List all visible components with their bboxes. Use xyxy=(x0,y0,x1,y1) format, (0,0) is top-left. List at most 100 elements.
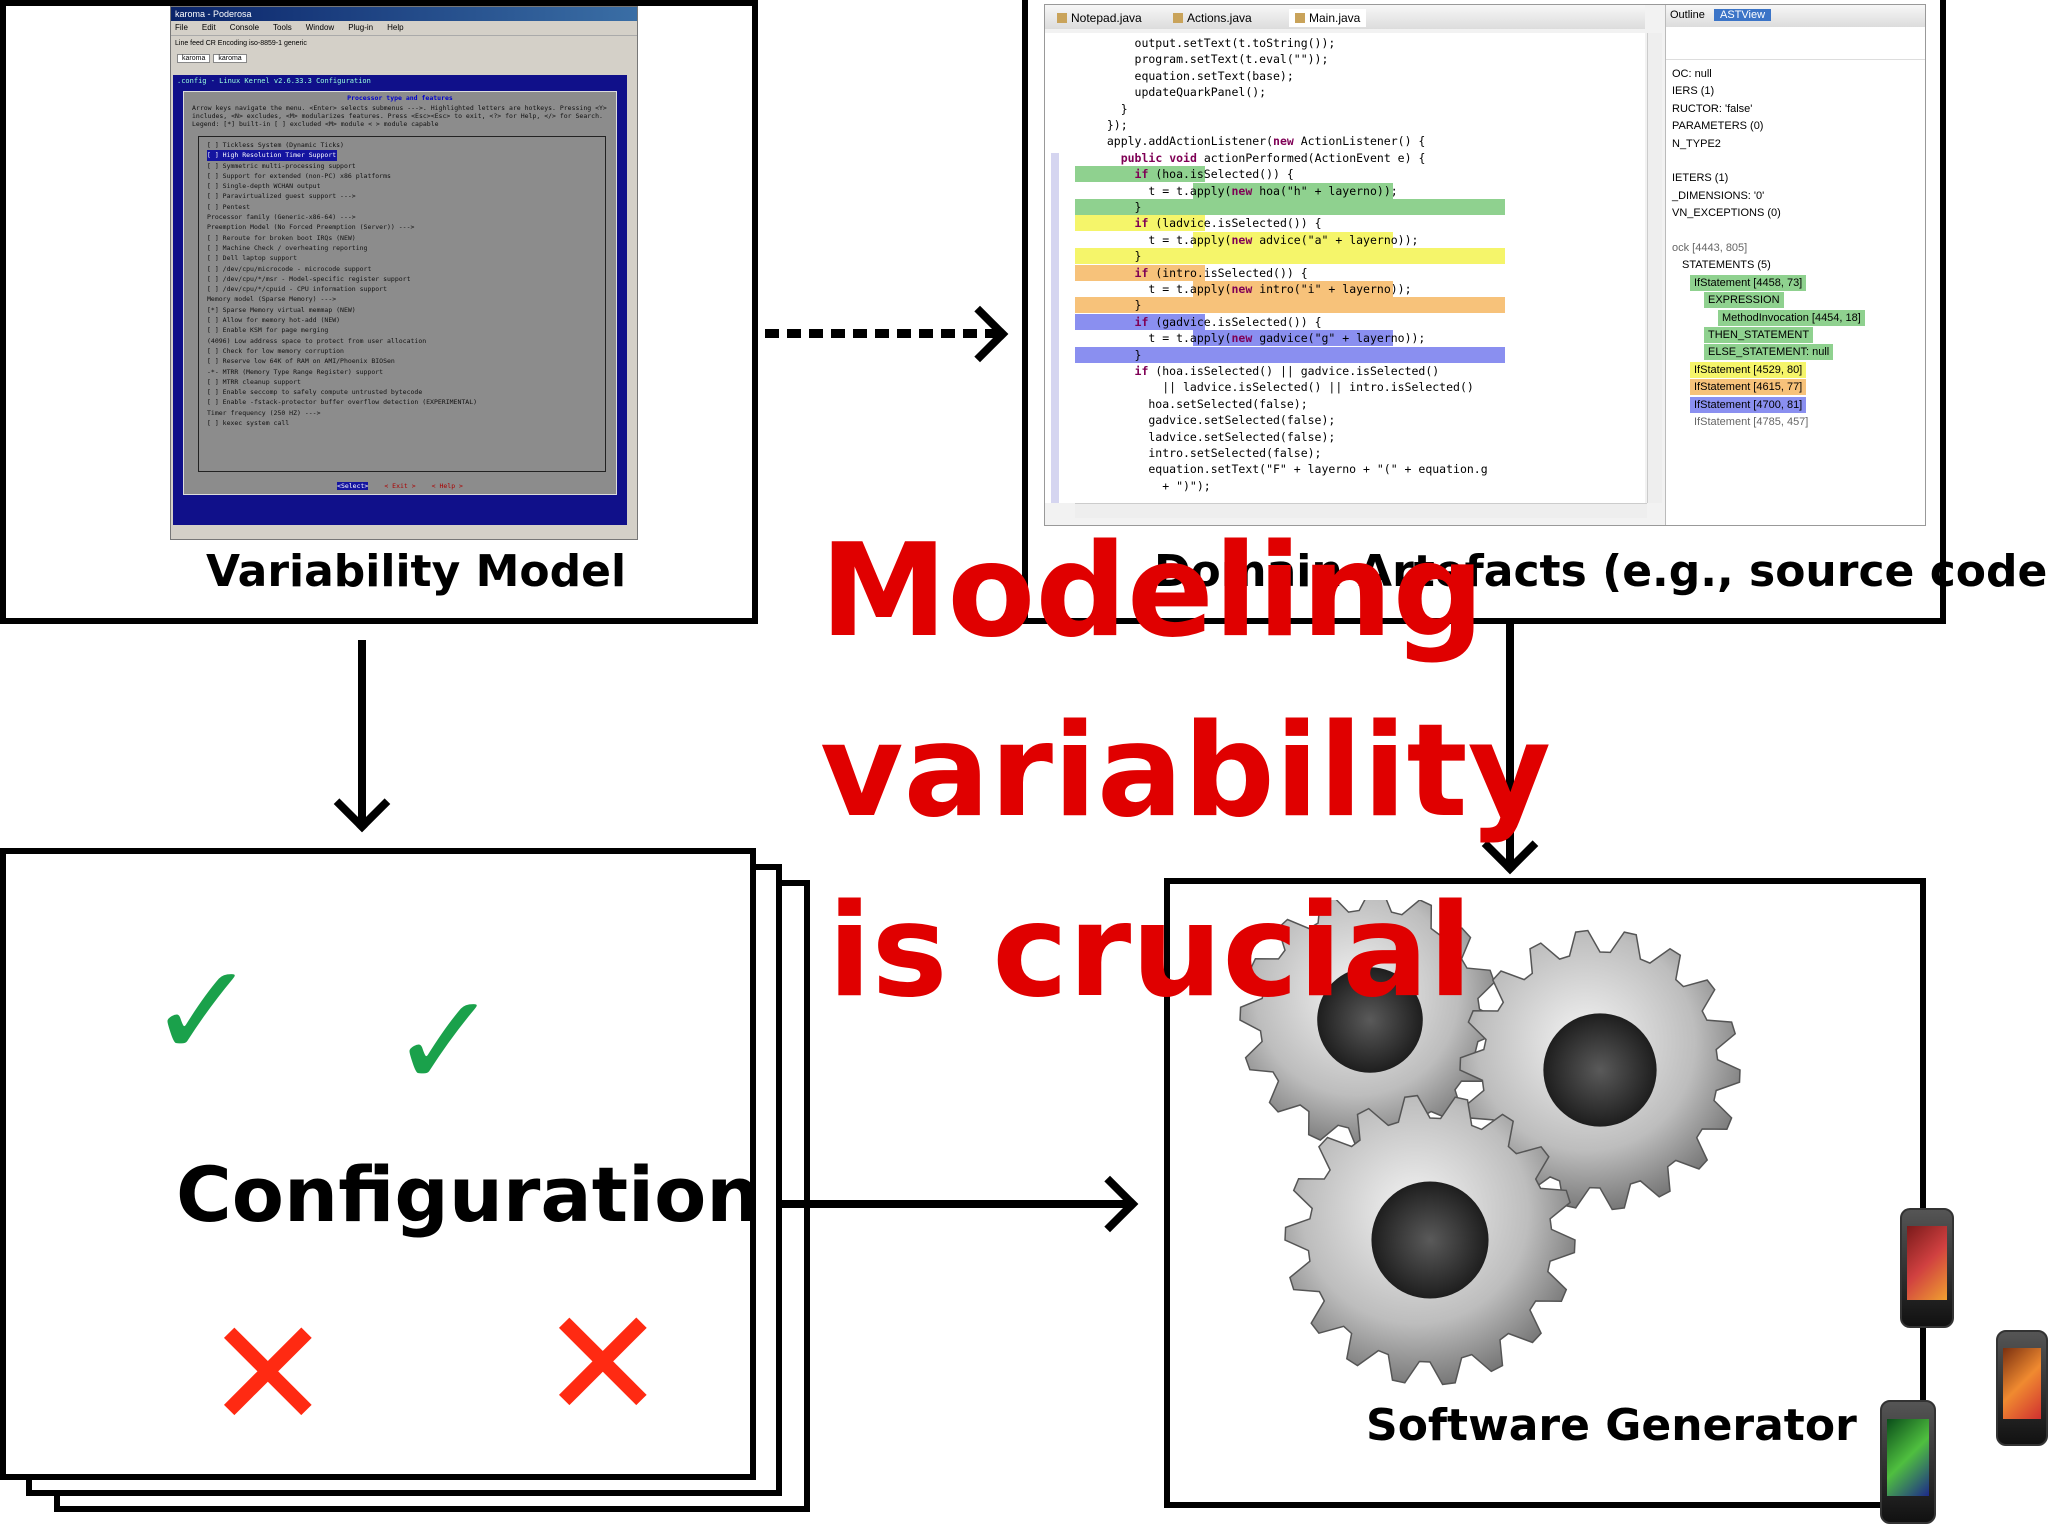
menu-item[interactable]: File xyxy=(175,23,188,32)
editor-tab-label: Main.java xyxy=(1309,11,1361,25)
editor-tab[interactable]: Notepad.java xyxy=(1057,9,1142,27)
editor-tab[interactable]: Main.java xyxy=(1289,9,1367,27)
config-option[interactable]: [ ] MTRR cleanup support xyxy=(207,377,301,386)
check-icon: ✓ xyxy=(148,935,257,1087)
terminal-tab[interactable]: karoma xyxy=(177,54,211,63)
code-highlight xyxy=(1193,231,1393,248)
ast-tree-node[interactable]: IERS (1) xyxy=(1672,85,1715,98)
ast-tree-node[interactable]: PARAMETERS (0) xyxy=(1672,120,1764,133)
code-highlight xyxy=(1075,346,1505,363)
software-generator-caption: Software Generator xyxy=(1366,1400,1857,1451)
gear-hole xyxy=(1371,1181,1489,1299)
config-option[interactable]: [ ] Enable -fstack-protector buffer over… xyxy=(207,398,478,407)
terminal-screen: .config - Linux Kernel v2.6.33.3 Configu… xyxy=(173,75,627,525)
config-option[interactable]: [ ] Pentest xyxy=(207,202,251,211)
code-line: t = t.apply(new hoa("h" + layerno)); xyxy=(1093,183,1398,198)
ast-tree-node[interactable]: IfStatement [4615, 77] xyxy=(1690,379,1807,396)
config-option[interactable]: [ ] Symmetric multi-processing support xyxy=(207,161,356,170)
ast-tree-node[interactable]: OC: null xyxy=(1672,68,1712,80)
down-arrow-right-shaft xyxy=(1506,624,1514,868)
code-line: } xyxy=(1093,200,1142,214)
code-highlight xyxy=(1193,182,1393,199)
menu-item[interactable]: Help xyxy=(387,23,404,32)
ast-tree-node[interactable]: IfStatement [4785, 457] xyxy=(1694,416,1809,428)
menuconfig-button[interactable]: < Help > xyxy=(431,482,463,490)
outline-tab[interactable]: ASTView xyxy=(1714,9,1772,21)
menu-item[interactable]: Edit xyxy=(201,23,216,32)
code-line: gadvice.setSelected(false); xyxy=(1093,413,1336,428)
menu-item[interactable]: Console xyxy=(229,23,260,32)
code-highlight xyxy=(1075,248,1505,265)
ast-tree-node[interactable]: THEN_STATEMENT xyxy=(1704,327,1814,343)
code-line: }); xyxy=(1093,118,1128,132)
config-option[interactable]: [ ] High Resolution Timer Support xyxy=(207,150,337,161)
gear-hole xyxy=(1317,967,1423,1073)
config-option[interactable]: [*] Sparse Memory virtual memmap (NEW) xyxy=(207,305,356,314)
config-option[interactable]: [ ] /dev/cpu/microcode - microcode suppo… xyxy=(207,264,372,273)
ast-tree-node[interactable] xyxy=(1668,223,1676,239)
config-option[interactable]: [ ] Reroute for broken boot IRQs (NEW) xyxy=(207,233,356,242)
config-option[interactable]: [ ] Paravirtualized guest support ---> xyxy=(207,192,356,201)
window-toolbar: Line feed CR Encoding iso-8859-1 generic xyxy=(171,35,637,52)
config-option[interactable]: [ ] /dev/cpu/*/msr - Model-specific regi… xyxy=(207,274,411,283)
config-option[interactable]: [ ] Machine Check / overheating reportin… xyxy=(207,243,368,252)
menu-item[interactable]: Tools xyxy=(273,23,292,32)
config-option[interactable]: [ ] Single-depth WCHAN output xyxy=(207,182,321,191)
ast-tree-node[interactable]: N_TYPE2 xyxy=(1672,137,1721,150)
ast-tree-node[interactable]: VN_EXCEPTIONS (0) xyxy=(1672,207,1781,220)
code-line: } xyxy=(1093,347,1142,362)
config-options-list: [ ] Tickless System (Dynamic Ticks)[ ] H… xyxy=(198,136,606,472)
cross-icon: ✕ xyxy=(540,1278,666,1452)
config-option[interactable]: [ ] Dell laptop support xyxy=(207,254,298,263)
editor-horizontal-scrollbar[interactable] xyxy=(1075,503,1647,518)
java-file-icon xyxy=(1295,13,1305,23)
ast-tree-node[interactable]: IfStatement [4529, 80] xyxy=(1690,361,1807,378)
ast-tree-node[interactable]: ELSE_STATEMENT: null xyxy=(1704,344,1834,361)
menu-item[interactable]: Window xyxy=(305,23,335,32)
config-option[interactable]: [ ] /dev/cpu/*/cpuid - CPU information s… xyxy=(207,285,388,294)
ast-tree-node[interactable]: STATEMENTS (5) xyxy=(1682,259,1771,272)
ast-tree-node[interactable]: MethodInvocation [4454, 18] xyxy=(1718,309,1865,326)
config-option[interactable]: [ ] Tickless System (Dynamic Ticks) xyxy=(207,141,344,149)
config-option[interactable]: [ ] Support for extended (non-PC) x86 pl… xyxy=(207,171,391,180)
config-option[interactable]: Preemption Model (No Forced Preemption (… xyxy=(207,223,415,232)
down-arrow-left-shaft xyxy=(358,640,366,826)
config-option[interactable]: [ ] Enable KSM for page merging xyxy=(207,326,329,335)
panel-title: Processor type and features xyxy=(347,94,453,102)
code-line: apply.addActionListener(new ActionListen… xyxy=(1093,134,1426,149)
ast-tree-node[interactable]: RUCTOR: 'false' xyxy=(1672,102,1753,115)
ast-tree-node[interactable] xyxy=(1668,153,1676,169)
phone-image xyxy=(1880,1400,1936,1524)
menuconfig-button[interactable]: <Select> xyxy=(337,482,369,490)
editor-vertical-scrollbar[interactable] xyxy=(1647,33,1662,503)
overlay-line: variability xyxy=(820,697,1552,846)
overlay-line: Modeling xyxy=(820,517,1485,666)
config-option[interactable]: Timer frequency (250 HZ) ---> xyxy=(207,408,321,417)
config-option[interactable]: Processor family (Generic-x86-64) ---> xyxy=(207,213,356,222)
config-option[interactable]: [ ] kexec system call xyxy=(207,419,290,428)
ast-tree-node[interactable]: ock [4443, 805] xyxy=(1672,242,1748,254)
config-option[interactable]: -*- MTRR (Memory Type Range Register) su… xyxy=(207,367,384,376)
config-option[interactable]: (4096) Low address space to protect from… xyxy=(207,336,427,345)
menu-item[interactable]: Plug-in xyxy=(348,23,374,32)
outline-tab[interactable]: Outline xyxy=(1670,9,1705,21)
editor-tab[interactable]: Actions.java xyxy=(1173,9,1252,27)
window-titlebar: karoma - Poderosa xyxy=(171,7,637,21)
ast-tree-node[interactable]: IfStatement [4458, 73] xyxy=(1690,274,1807,291)
code-highlight xyxy=(1075,297,1505,314)
config-option[interactable]: [ ] Enable seccomp to safely compute unt… xyxy=(207,388,423,397)
outline-tabs: Outline ASTView xyxy=(1666,5,1925,27)
ast-tree-node[interactable]: IfStatement [4700, 81] xyxy=(1690,396,1807,413)
config-option[interactable]: [ ] Check for low memory corruption xyxy=(207,346,344,355)
config-option[interactable]: [ ] Allow for memory hot-add (NEW) xyxy=(207,316,341,325)
terminal-tab[interactable]: karoma xyxy=(213,54,247,63)
ast-tree-node[interactable]: _DIMENSIONS: '0' xyxy=(1672,189,1765,202)
config-option[interactable]: Memory model (Sparse Memory) ---> xyxy=(207,295,337,304)
code-highlight xyxy=(1193,281,1393,297)
menuconfig-button[interactable]: < Exit > xyxy=(384,482,416,490)
ast-tree-node[interactable]: IETERS (1) xyxy=(1672,172,1729,185)
ast-tree-node[interactable]: EXPRESSION xyxy=(1704,292,1784,309)
config-option[interactable]: [ ] Reserve low 64K of RAM on AMI/Phoeni… xyxy=(207,357,395,366)
